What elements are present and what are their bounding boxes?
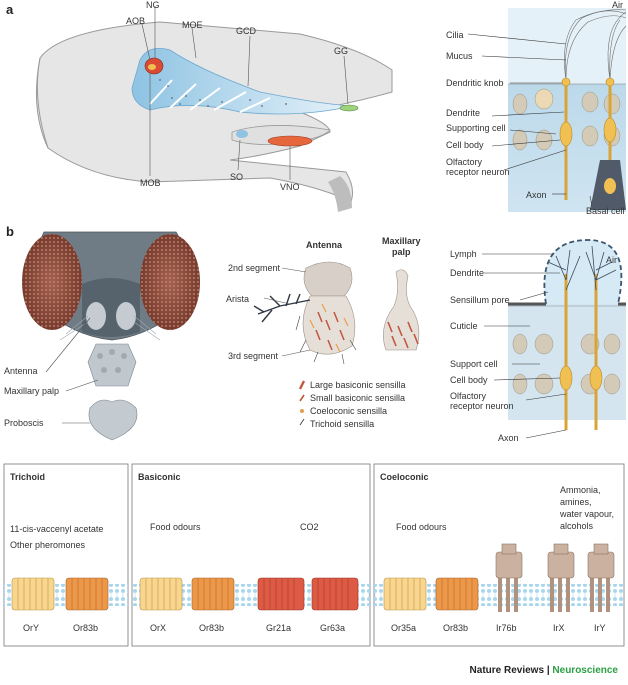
legend-swatch-trichoid [299,418,305,426]
label-antenna-fly: Antenna [4,366,38,376]
legend-swatch-coeloconic [300,409,304,413]
receptor-label-ir76b: Ir76b [496,623,517,633]
label-basal-cell: Basal cell [586,206,625,216]
label-cell-body-a: Cell body [446,140,484,150]
label-maxillary-palp: Maxillary palp [4,386,59,396]
label-gcd: GCD [236,26,257,36]
membrane-basiconic [132,584,370,606]
ligand-coeloconic-0: Food odours [396,522,447,532]
antenna-and-palp [253,261,420,365]
receptor-or83b-2 [191,577,235,611]
label-orn-b-2: receptor neuron [450,401,514,411]
receptor-label-iry: IrY [594,623,606,633]
label-gg: GG [334,46,348,56]
journal-divider: | [546,665,550,676]
ligand-coeloconic-1: Ammonia, [560,485,601,495]
receptor-or83b-3 [435,577,479,611]
fly-head [22,231,200,441]
receptor-label-or35a: Or35a [391,623,416,633]
sensillum [482,239,626,439]
legend-label-0: Large basiconic sensilla [310,380,406,390]
box-title-trichoid: Trichoid [10,472,45,482]
olfactory-epithelium [467,8,627,212]
label-cuticle: Cuticle [450,321,478,331]
label-sensillum-pore: Sensillum pore [450,295,510,305]
label-orn-b-1: Olfactory [450,391,487,401]
receptor-orx [139,577,183,611]
label-mob: MOB [140,178,161,188]
label-antenna-title: Antenna [306,240,343,250]
receptor-label-irx: IrX [553,623,565,633]
legend-label-1: Small basiconic sensilla [310,393,405,403]
ligand-trichoid-0: 11-cis-vaccenyl acetate [10,524,103,534]
receptor-label-gr21a: Gr21a [266,623,291,633]
label-lymph: Lymph [450,249,477,259]
ligand-basiconic-1: CO2 [300,522,319,532]
ligand-coeloconic-4: alcohols [560,521,594,531]
label-orn-a-2: receptor neuron [446,167,510,177]
label-palp-title-1: Maxillary [382,236,421,246]
receptor-label-or83b-2: Or83b [199,623,224,633]
label-orn-a-1: Olfactory [446,157,483,167]
ligand-coeloconic-2: amines, [560,497,592,507]
box-trichoid [3,463,129,647]
label-palp-title-2: palp [392,247,411,257]
ligand-trichoid-1: Other pheromones [10,540,86,550]
sensilla-legend [298,380,306,426]
panel-b-letter: b [6,224,14,239]
label-moe: MOE [182,20,203,30]
journal-name: Nature Reviews [469,665,545,676]
legend-swatch-small-basiconic [299,394,305,402]
label-aob: AOB [126,16,145,26]
label-cilia: Cilia [446,30,464,40]
label-dendrite-a: Dendrite [446,108,480,118]
ligand-basiconic-0: Food odours [150,522,201,532]
label-axon-b: Axon [498,433,519,443]
receptor-ir76b [495,543,523,612]
receptor-irx [547,543,575,612]
journal-credit: Nature Reviews | Neuroscience [470,665,618,676]
label-air-b: Air [606,255,617,265]
label-air-a: Air [612,0,623,10]
mouse-head-section [35,6,393,212]
receptor-ory [11,577,55,611]
label-arista: Arista [226,294,249,304]
label-support-cell: Support cell [450,359,498,369]
box-title-coeloconic: Coeloconic [380,472,429,482]
journal-section: Neuroscience [552,665,618,676]
label-ng: NG [146,0,160,10]
label-3rd-segment: 3rd segment [228,351,279,361]
label-dendritic-knob: Dendritic knob [446,78,504,88]
ligand-coeloconic-3: water vapour, [559,509,614,519]
label-proboscis: Proboscis [4,418,44,428]
label-so: SO [230,172,243,182]
panel-a-letter: a [6,2,14,17]
label-dendrite-b: Dendrite [450,268,484,278]
receptor-gr63a [311,577,359,611]
label-axon-a: Axon [526,190,547,200]
receptor-label-orx: OrX [150,623,166,633]
label-2nd-segment: 2nd segment [228,263,281,273]
receptor-gr21a [257,577,305,611]
receptor-or83b-1 [65,577,109,611]
receptor-label-ory: OrY [23,623,39,633]
receptor-label-or83b-1: Or83b [73,623,98,633]
receptor-iry [587,543,615,612]
label-vno: VNO [280,182,300,192]
box-title-basiconic: Basiconic [138,472,181,482]
legend-swatch-large-basiconic [298,380,306,390]
legend-label-2: Coeloconic sensilla [310,406,387,416]
box-basiconic [131,463,371,647]
receptor-label-gr63a: Gr63a [320,623,345,633]
receptor-or35a [383,577,427,611]
receptor-panel [3,463,625,647]
label-supporting-cell: Supporting cell [446,123,506,133]
receptor-label-or83b-3: Or83b [443,623,468,633]
label-mucus: Mucus [446,51,473,61]
label-cell-body-b: Cell body [450,375,488,385]
legend-label-3: Trichoid sensilla [310,419,374,429]
